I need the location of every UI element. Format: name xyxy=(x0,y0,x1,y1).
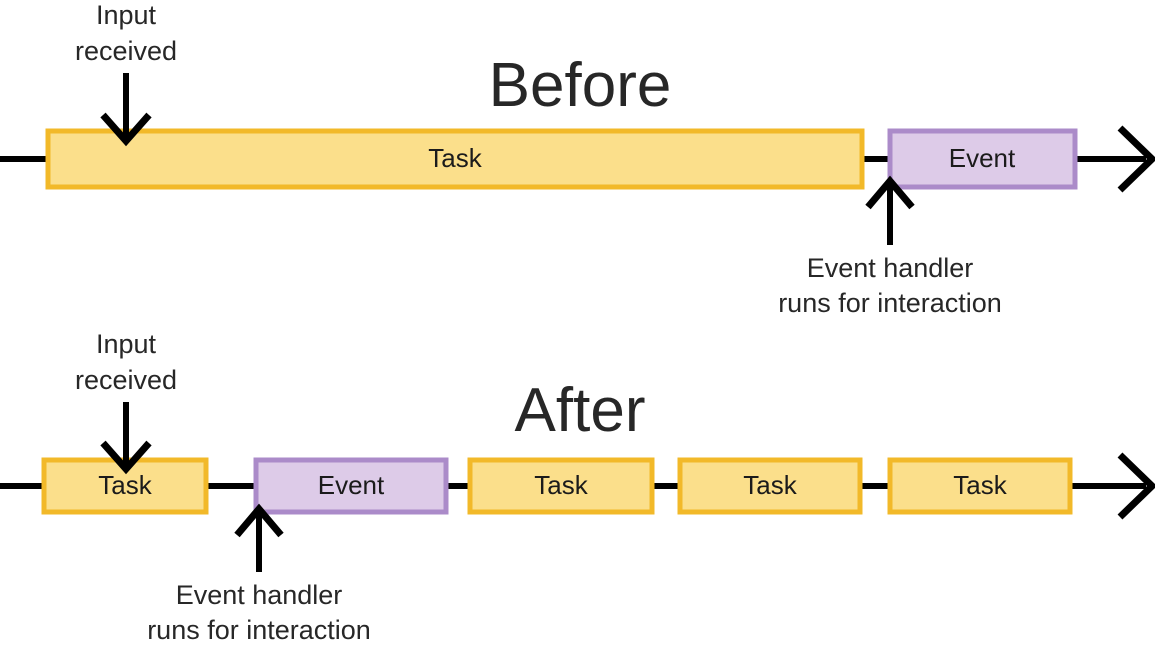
after-task-label-1: Task xyxy=(98,470,152,500)
after-section: After Task Event xyxy=(0,329,1155,645)
after-task-block-4[interactable]: Task xyxy=(887,457,1073,515)
after-task-box-2[interactable] xyxy=(467,457,655,515)
after-event-handler-arrow-up-icon xyxy=(234,503,284,538)
before-event-handler-line2: runs for interaction xyxy=(778,288,1002,318)
after-input-received-line2: received xyxy=(75,365,177,395)
before-event-box[interactable] xyxy=(887,128,1078,190)
after-task-label-2: Task xyxy=(534,470,588,500)
after-event-handler-line1: Event handler xyxy=(176,580,343,610)
before-event-handler-annotation: Event handler runs for interaction xyxy=(778,175,1002,318)
after-axis-arrow-icon xyxy=(1117,452,1155,520)
before-input-arrow-down-icon xyxy=(100,112,152,147)
before-input-received-annotation: Input received xyxy=(75,0,177,147)
before-event-handler-line1: Event handler xyxy=(807,253,974,283)
before-title: Before xyxy=(489,51,672,120)
after-task-box-4[interactable] xyxy=(887,457,1073,515)
after-task-label-4: Task xyxy=(953,470,1007,500)
before-timeline-axis xyxy=(0,125,1155,193)
after-input-arrow-down-icon xyxy=(100,440,152,475)
after-task-box-3[interactable] xyxy=(677,457,863,515)
before-section: Before Task Event Input received xyxy=(0,0,1155,318)
after-input-received-annotation: Input received xyxy=(75,329,177,475)
before-task-label: Task xyxy=(428,143,482,173)
after-event-box[interactable] xyxy=(253,457,449,515)
after-event-label: Event xyxy=(318,470,385,500)
after-timeline-axis xyxy=(0,452,1155,520)
after-task-label-3: Task xyxy=(743,470,797,500)
after-title: After xyxy=(515,376,646,445)
before-axis-arrow-icon xyxy=(1117,125,1155,193)
after-event-block[interactable]: Event xyxy=(253,457,449,515)
before-task-box[interactable] xyxy=(45,128,865,190)
after-task-block-2[interactable]: Task xyxy=(467,457,655,515)
after-input-received-line1: Input xyxy=(96,329,157,359)
before-event-handler-arrow-up-icon xyxy=(865,175,915,210)
before-input-received-line1: Input xyxy=(96,0,157,30)
before-event-block[interactable]: Event xyxy=(887,128,1078,190)
before-input-received-line2: received xyxy=(75,36,177,66)
after-task-block-3[interactable]: Task xyxy=(677,457,863,515)
after-event-handler-line2: runs for interaction xyxy=(147,615,371,645)
before-event-label: Event xyxy=(949,143,1016,173)
after-event-handler-annotation: Event handler runs for interaction xyxy=(147,503,371,645)
before-task-block[interactable]: Task xyxy=(45,128,865,190)
